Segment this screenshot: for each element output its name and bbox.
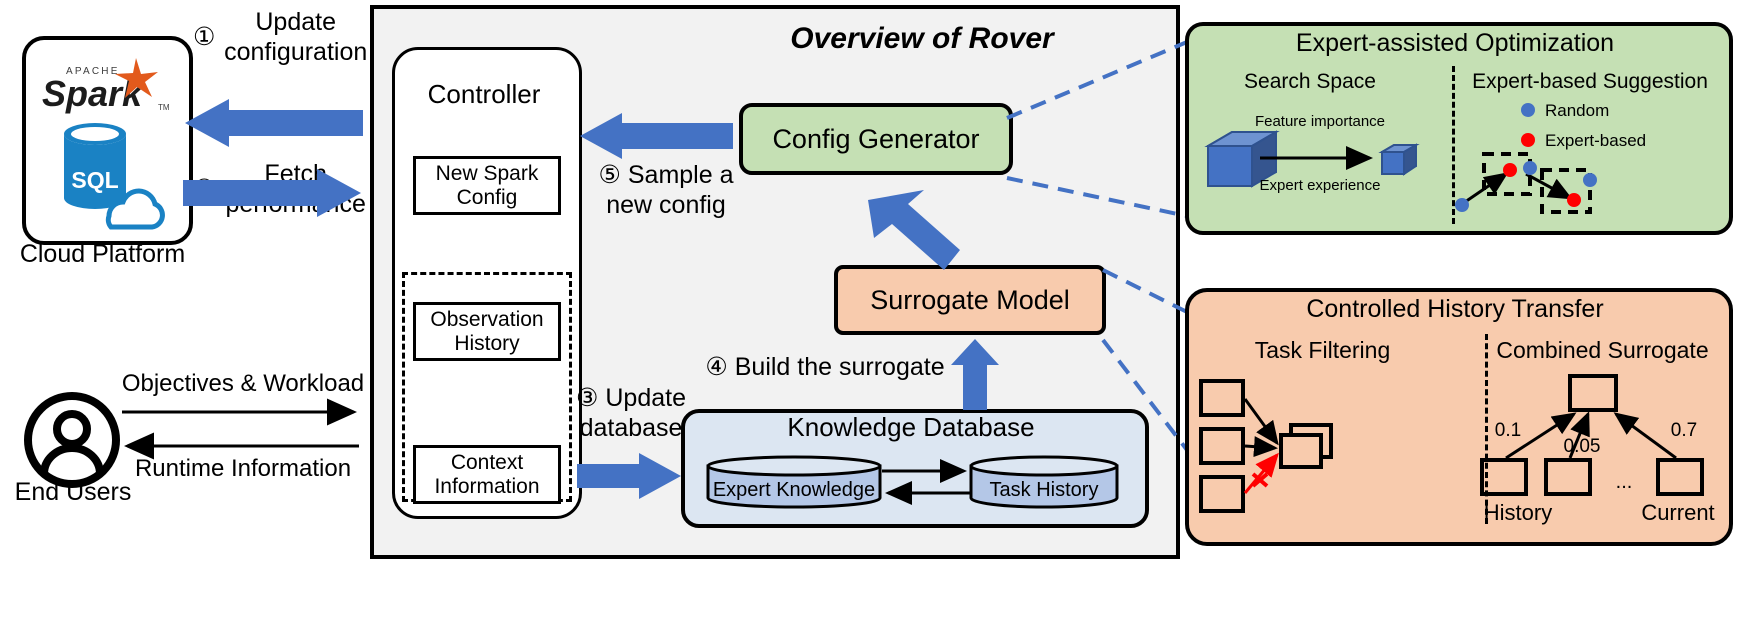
expert-experience-label: Expert experience — [1260, 177, 1381, 194]
legend-expert-dot — [1521, 133, 1535, 147]
surrogate-model-box: Surrogate Model — [834, 265, 1106, 335]
connector-to-orange-bottom — [1101, 338, 1189, 452]
panel-connector-lines — [995, 20, 1215, 540]
step-3-label: ③ Update database — [566, 383, 696, 443]
sql-text: SQL — [71, 167, 118, 193]
knowledge-exchange-arrows — [880, 459, 972, 505]
spark-apache-text: APACHE — [66, 66, 120, 77]
ellipsis: ... — [1616, 471, 1633, 493]
step-3-number: ③ — [576, 384, 599, 412]
new-spark-config-box: New Spark Config — [413, 156, 561, 215]
point-random-2 — [1523, 161, 1537, 175]
apache-spark-logo: APACHE Spark TM — [40, 56, 170, 118]
controller-title: Controller — [427, 79, 541, 109]
small-cube-icon — [1378, 143, 1420, 176]
config-generator-box: Config Generator — [739, 103, 1013, 175]
surrogate-to-generator-arrow — [866, 184, 962, 270]
combined-surrogate-illustration: 0.1 0.05 0.7 ... History Current — [1470, 372, 1722, 527]
step-1-text: Update configuration — [224, 8, 368, 66]
spark-star-icon — [115, 58, 158, 98]
overview-title: Overview of Rover — [790, 22, 1054, 55]
weight-2: 0.7 — [1671, 420, 1697, 441]
green-panel-divider — [1452, 66, 1455, 224]
search-space-illustration: Feature importance Expert experience — [1198, 108, 1438, 213]
task-box-3 — [1199, 475, 1245, 513]
legend-random-label: Random — [1545, 101, 1609, 120]
observation-history-box: Observation History — [413, 302, 561, 361]
history-node-1 — [1480, 458, 1528, 496]
database-to-surrogate-arrow — [950, 338, 1000, 410]
connector-to-green-top — [1006, 40, 1188, 120]
region-box-2 — [1540, 168, 1592, 214]
step-4-text: Build the surrogate — [734, 352, 945, 381]
history-transfer-title: Controlled History Transfer — [1306, 295, 1604, 323]
current-axis-label: Current — [1641, 500, 1714, 525]
selected-box-front — [1279, 433, 1323, 469]
cloud-platform-card — [22, 36, 193, 245]
feature-importance-label: Feature importance — [1255, 113, 1385, 130]
task-box-1 — [1199, 379, 1245, 417]
current-node — [1656, 458, 1704, 496]
spark-tm: TM — [158, 103, 170, 112]
sql-cloud-logo: SQL — [55, 118, 165, 230]
runtime-information-label: Runtime Information — [134, 455, 352, 482]
legend-expert-label: Expert-based — [1545, 131, 1646, 150]
connector-to-green-bottom — [1006, 176, 1188, 218]
user-exchange-arrows — [118, 398, 363, 460]
step-5-label: ⑤ Sample a new config — [586, 160, 746, 220]
point-expert-2 — [1567, 193, 1581, 207]
expert-optimization-title: Expert-assisted Optimization — [1295, 29, 1615, 57]
objectives-workload-label: Objectives & Workload — [121, 370, 365, 397]
step-5-text: Sample a new config — [606, 161, 734, 219]
step-1-number: ① — [193, 22, 216, 51]
history-transfer-panel — [1185, 288, 1733, 546]
search-space-subtitle: Search Space — [1244, 70, 1376, 93]
task-box-2 — [1199, 427, 1245, 465]
update-configuration-arrow — [183, 98, 363, 148]
reject-cross-icon — [1251, 472, 1269, 488]
step-1-label: ① Update configuration — [193, 8, 369, 67]
task-history-label: Task History — [990, 479, 1099, 501]
end-users-label: End Users — [14, 478, 132, 506]
expert-knowledge-cylinder: Expert Knowledge — [705, 455, 883, 509]
point-random-1 — [1455, 198, 1469, 212]
step-4-number: ④ — [705, 353, 728, 381]
controller-card — [392, 47, 582, 519]
combined-surrogate-subtitle: Combined Surrogate — [1496, 337, 1709, 363]
combined-node — [1568, 374, 1618, 412]
history-node-2 — [1544, 458, 1592, 496]
task-filtering-subtitle: Task Filtering — [1254, 337, 1391, 363]
expert-knowledge-label: Expert Knowledge — [713, 479, 875, 501]
weight-1: 0.05 — [1564, 436, 1601, 457]
step-4-label: ④ Build the surrogate — [700, 352, 950, 382]
point-expert-1 — [1503, 163, 1517, 177]
task-filtering-illustration — [1195, 375, 1445, 515]
rejected-link — [1243, 452, 1279, 494]
update-database-arrow — [577, 452, 683, 500]
context-information-box: Context Information — [413, 445, 561, 504]
fetch-performance-arrow — [183, 168, 363, 218]
step-3-text: Update database — [579, 384, 686, 442]
large-cube-icon — [1204, 130, 1280, 188]
sample-new-config-arrow — [578, 112, 733, 160]
connector-to-orange-top — [1102, 268, 1188, 314]
point-random-3 — [1583, 173, 1597, 187]
expert-suggestion-illustration: Random Expert-based — [1450, 98, 1728, 223]
weight-0: 0.1 — [1495, 420, 1521, 441]
knowledge-database-title: Knowledge Database — [787, 412, 1035, 442]
task-history-cylinder: Task History — [968, 455, 1120, 509]
legend-random-dot — [1521, 103, 1535, 117]
history-axis-label: History — [1484, 500, 1552, 525]
step-5-number: ⑤ — [598, 161, 621, 189]
expert-suggestion-subtitle: Expert-based Suggestion — [1472, 70, 1708, 93]
end-user-avatar-icon — [22, 390, 122, 490]
cloud-platform-label: Cloud Platform — [19, 240, 186, 268]
orange-panel-divider — [1485, 334, 1488, 524]
